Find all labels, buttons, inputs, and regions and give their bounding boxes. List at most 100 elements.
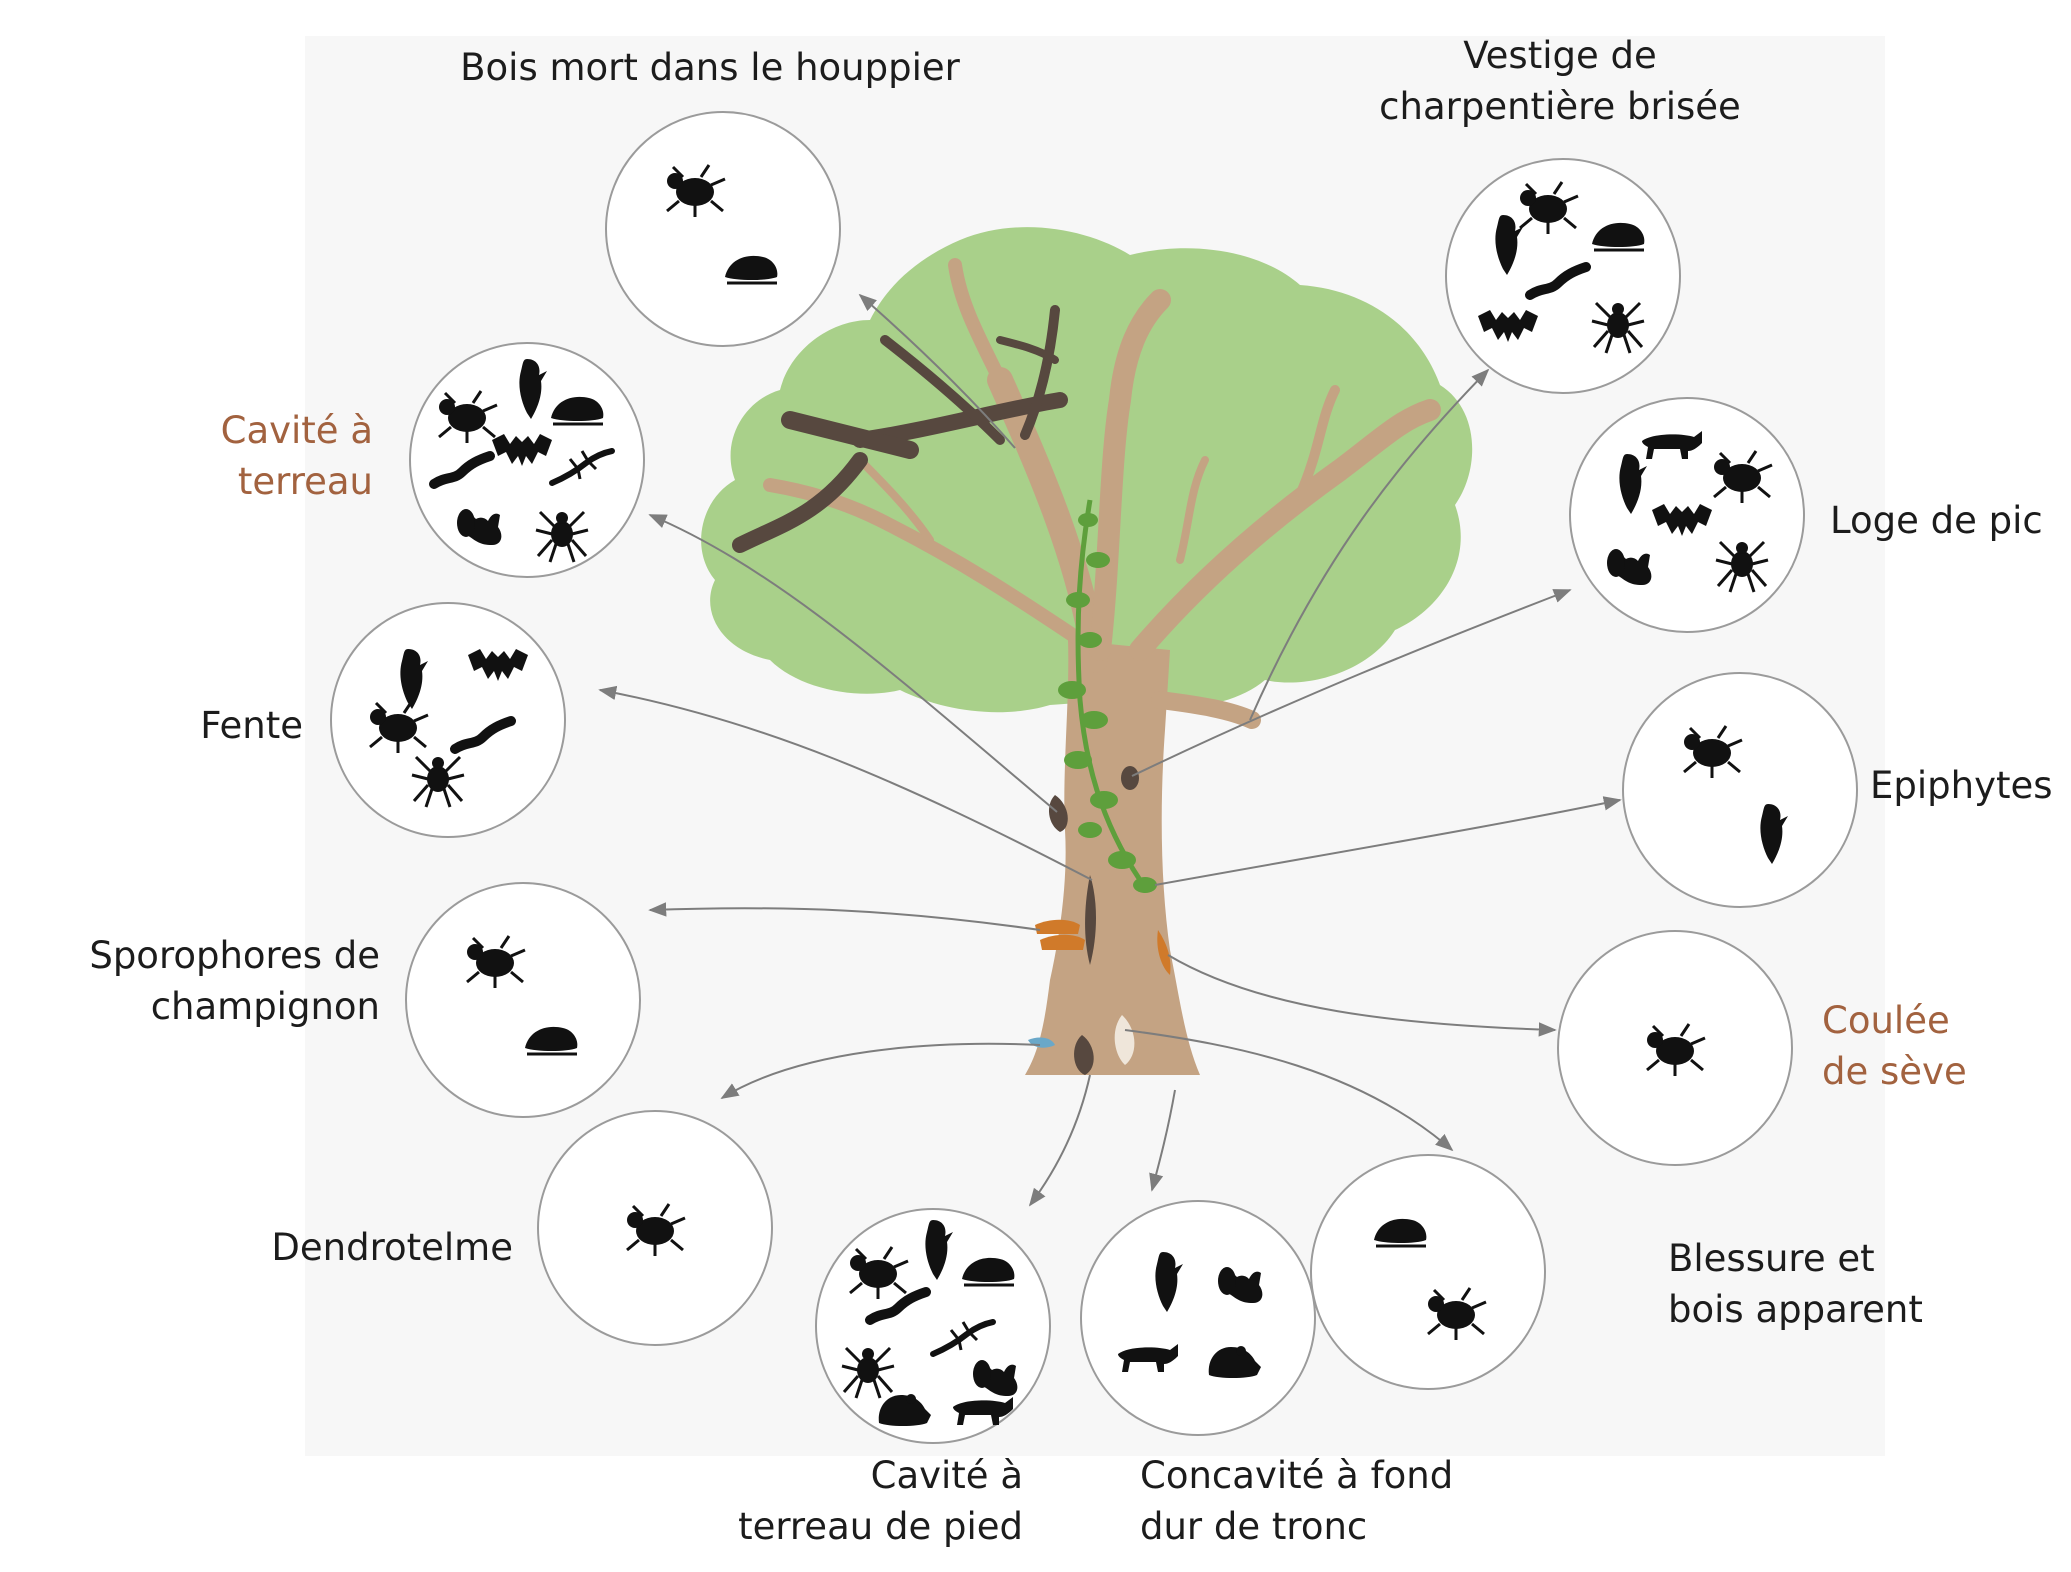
sap-run: [1157, 930, 1171, 975]
microhabitat-cavite-terreau: [409, 342, 645, 578]
fungus-icon: [551, 396, 604, 426]
lizard-icon: [549, 448, 615, 486]
trunk-fissure: [1085, 875, 1096, 965]
arrow-loge-pic: [1131, 589, 1572, 777]
microhabitat-dendrotelme: [537, 1110, 773, 1346]
beetle-icon: [1646, 1023, 1706, 1076]
bird-icon: [1760, 804, 1788, 864]
microhabitat-bois-mort: [605, 111, 841, 347]
label-dendrotelme: Dendrotelme: [271, 1222, 513, 1273]
label-line: Bois mort dans le houppier: [460, 46, 960, 89]
label-vestige: Vestige de charpentière brisée: [1379, 30, 1741, 132]
label-line: Dendrotelme: [271, 1226, 513, 1269]
beetle-icon: [466, 935, 526, 988]
spider-icon: [535, 510, 589, 563]
label-line: Vestige de: [1463, 34, 1657, 77]
bracket-fungus: [1035, 919, 1085, 950]
label-coulee: Coulée de sève: [1822, 995, 1967, 1097]
arrow-cavite-pied: [1028, 1074, 1091, 1207]
label-line: Coulée: [1822, 999, 1950, 1042]
bat-icon: [1652, 504, 1712, 536]
caterpillar-icon: [429, 451, 495, 489]
label-line: Loge de pic: [1830, 499, 2043, 542]
circle-concavite: [1080, 1200, 1316, 1436]
label-blessure: Blessure et bois apparent: [1668, 1233, 1923, 1335]
marten-icon: [1118, 1344, 1178, 1372]
woodpecker-hole: [1121, 766, 1139, 790]
bat-icon: [1478, 310, 1538, 342]
fungus-icon: [962, 1257, 1015, 1287]
circle-epiphytes: [1622, 672, 1858, 908]
bird-icon: [1619, 454, 1647, 514]
bird-icon: [519, 359, 547, 419]
label-loge-pic: Loge de pic: [1830, 495, 2043, 546]
microhabitat-vestige: [1445, 158, 1681, 394]
microhabitat-coulee: [1557, 930, 1793, 1166]
arrow-coulee: [1167, 954, 1557, 1037]
microhabitat-blessure: [1310, 1154, 1546, 1390]
label-line: charpentière brisée: [1379, 85, 1741, 128]
beetle-icon: [666, 164, 726, 217]
label-line: bois apparent: [1668, 1288, 1923, 1331]
arrow-dendrotelme: [720, 1042, 1041, 1099]
bird-icon: [400, 649, 428, 709]
bird-icon: [1155, 1252, 1183, 1312]
circle-bois-mort: [605, 111, 841, 347]
microhabitat-circles: [330, 111, 1858, 1444]
bat-icon: [468, 649, 528, 681]
bird-icon: [1495, 215, 1523, 275]
bird-icon: [925, 1220, 953, 1280]
label-line: de sève: [1822, 1050, 1967, 1093]
label-fente: Fente: [200, 700, 303, 751]
rot-cavity: [1048, 795, 1068, 832]
fungus-icon: [725, 255, 778, 285]
fungus-icon: [525, 1026, 578, 1056]
beetle-icon: [626, 1203, 686, 1256]
microhabitat-epiphytes: [1622, 672, 1858, 908]
label-line: Blessure et: [1668, 1237, 1875, 1280]
circle-blessure: [1310, 1154, 1546, 1390]
caterpillar-icon: [450, 716, 516, 754]
arrows: [598, 293, 1622, 1207]
label-line: Epiphytes: [1870, 764, 2053, 807]
wound: [1114, 1015, 1135, 1065]
caterpillar-icon: [865, 1287, 931, 1325]
beetle-icon: [849, 1246, 909, 1299]
squirrel-icon: [1218, 1267, 1263, 1303]
bat-icon: [492, 434, 552, 466]
arrow-sporophores: [648, 902, 1041, 931]
spider-icon: [1591, 301, 1645, 354]
label-bois-mort: Bois mort dans le houppier: [460, 42, 960, 93]
spider-icon: [1715, 540, 1769, 593]
arrow-cavite-terreau: [648, 514, 1058, 813]
spider-icon: [411, 755, 465, 808]
label-line: Fente: [200, 704, 303, 747]
label-line: terreau: [237, 460, 373, 503]
microhabitat-concavite: [1080, 1200, 1316, 1436]
label-line: Cavité à: [220, 409, 373, 452]
arrow-blessure: [1124, 1029, 1454, 1152]
beetle-icon: [369, 700, 429, 753]
ivy: [1058, 499, 1157, 893]
frog-icon: [1208, 1346, 1261, 1378]
fungus-icon: [1374, 1218, 1427, 1248]
microhabitat-loge-pic: [1569, 397, 1805, 633]
tree-branches: [763, 258, 1441, 729]
label-line: champignon: [150, 985, 380, 1028]
arrow-fente: [598, 685, 1093, 881]
arrow-bois-mort: [858, 293, 1016, 449]
beetle-icon: [1427, 1287, 1487, 1340]
squirrel-icon: [457, 509, 502, 545]
marten-icon: [953, 1397, 1013, 1425]
spider-icon: [841, 1346, 895, 1399]
squirrel-icon: [973, 1360, 1018, 1396]
circle-sporophores: [405, 882, 641, 1118]
arrow-concavite: [1149, 1089, 1176, 1192]
basal-cavity: [1074, 1035, 1094, 1075]
microhabitat-fente: [330, 602, 566, 838]
dead-branches: [732, 305, 1068, 553]
squirrel-icon: [1607, 549, 1652, 585]
